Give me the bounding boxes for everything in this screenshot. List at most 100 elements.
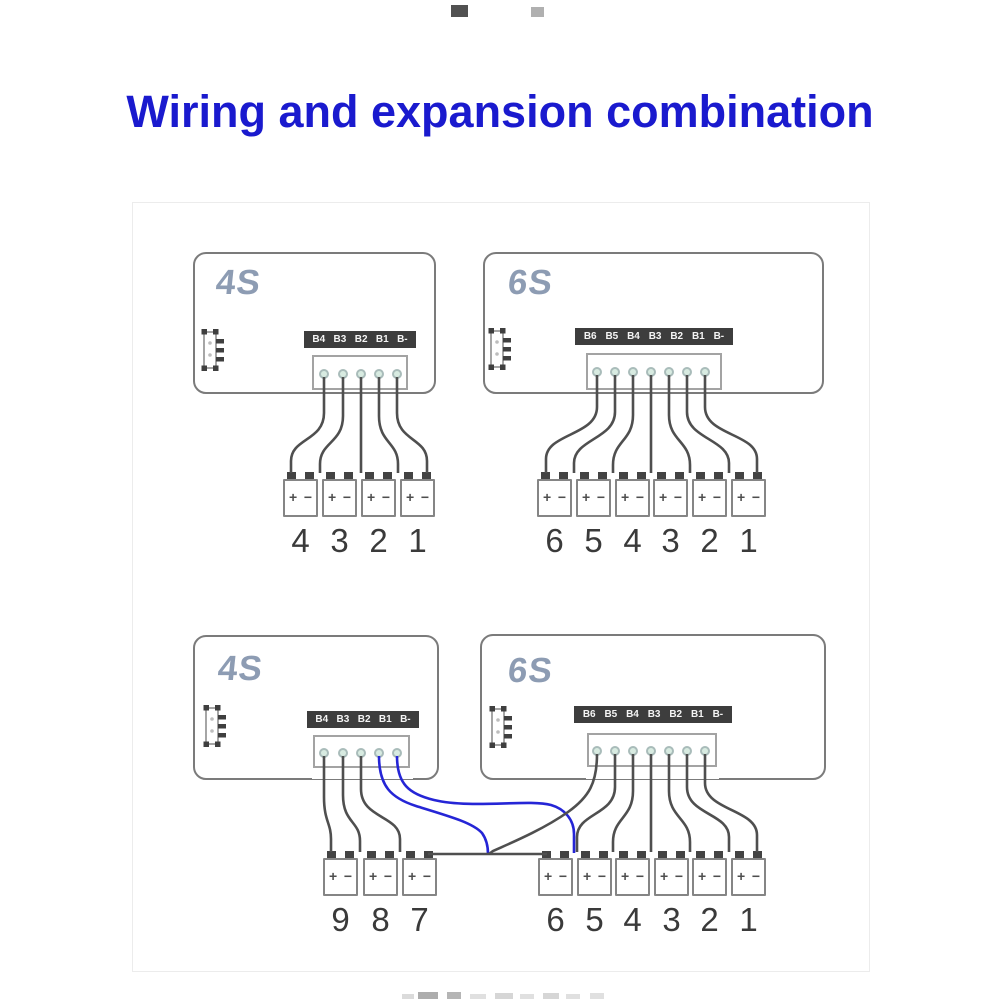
battery-minus-label: − [635,867,644,884]
board-edge-gap [586,769,719,779]
battery-number: 4 [291,522,310,559]
battery-terminal-negative [753,472,762,479]
strip-label-b2: B2 [357,713,371,725]
strip-label-b1: B1 [691,330,705,342]
battery-number: 3 [661,522,680,559]
battery-cell: +− [322,472,357,517]
battery-number: 4 [623,901,642,938]
battery-terminal-negative [637,851,646,858]
battery-cell: +− [323,851,358,896]
battery-number: 5 [584,522,603,559]
pin-b3 [646,367,656,377]
battery-minus-label: − [597,867,606,884]
cropped-text-artifact [495,993,513,999]
pin-b6 [592,746,602,756]
battery-plus-label: + [544,867,553,884]
battery-cell: +− [577,851,612,896]
pin-b1 [374,369,384,379]
battery-plus-label: + [621,488,630,505]
battery-plus-label: + [583,867,592,884]
battery-cell: +− [283,472,318,517]
battery-cell: +− [537,472,572,517]
battery-terminal-positive [541,472,550,479]
cropped-text-artifact [590,993,604,999]
board-size-label: 6S [506,651,555,690]
strip-label-b6: B6 [583,330,597,342]
strip-label-b3: B3 [648,330,662,342]
battery-minus-label: − [558,867,567,884]
battery-plus-label: + [737,488,746,505]
pin-b- [700,367,710,377]
battery-terminal-positive [735,472,744,479]
battery-cell: +− [692,851,727,896]
cropped-text-artifact [531,7,544,17]
battery-minus-label: − [635,488,644,505]
battery-number: 7 [410,901,429,938]
chip-connector-glyph [203,705,226,747]
battery-cell: +− [615,851,650,896]
battery-terminal-positive [406,851,415,858]
battery-number: 9 [331,901,350,938]
pin-b4 [319,748,329,758]
cropped-text-artifact [520,994,534,999]
strip-label-b5: B5 [605,330,619,342]
battery-minus-label: − [557,488,566,505]
cropped-text-artifact [451,5,468,17]
battery-terminal-negative [675,472,684,479]
pin-b1 [374,748,384,758]
battery-terminal-negative [345,851,354,858]
battery-minus-label: − [596,488,605,505]
pin-b4 [628,746,638,756]
board-size-label: 6S [506,263,555,302]
strip-label-b4: B4 [626,708,639,720]
pin-b5 [610,367,620,377]
battery-terminal-positive [658,851,667,858]
battery-terminal-negative [598,472,607,479]
battery-plus-label: + [698,488,707,505]
battery-plus-label: + [737,867,746,884]
strip-label-b4: B4 [312,333,326,345]
pin-b6 [592,367,602,377]
chip-connector-icon [202,703,228,749]
battery-terminal-negative [424,851,433,858]
battery-plus-label: + [660,867,669,884]
cropped-text-artifact [447,992,461,999]
battery-plus-label: + [659,488,668,505]
pin-b5 [610,746,620,756]
battery-terminal-negative [422,472,431,479]
pin-b- [392,369,402,379]
battery-terminal-positive [657,472,666,479]
battery-number: 3 [330,522,349,559]
battery-terminal-positive [580,472,589,479]
battery-plus-label: + [543,488,552,505]
battery-terminal-negative [385,851,394,858]
cropped-text-artifact [402,994,414,999]
strip-label-b-: B- [397,333,408,345]
board-size-label: 4S [216,649,265,688]
battery-plus-label: + [698,867,707,884]
battery-number: 1 [739,901,758,938]
battery-plus-label: + [408,867,417,884]
battery-terminal-negative [714,851,723,858]
strip-label-b3: B3 [336,713,350,725]
strip-label-b2: B2 [670,330,684,342]
battery-terminal-negative [599,851,608,858]
strip-label-b-: B- [713,330,725,342]
battery-terminal-positive [696,472,705,479]
battery-minus-label: − [674,867,683,884]
battery-terminal-negative [714,472,723,479]
pin-b- [392,748,402,758]
pin-b4 [628,367,638,377]
battery-number: 2 [369,522,388,559]
battery-terminal-positive [365,472,374,479]
battery-cell: +− [615,472,650,517]
strip-label-b1: B1 [375,333,389,345]
battery-minus-label: − [342,488,351,505]
battery-minus-label: − [381,488,390,505]
battery-plus-label: + [406,488,415,505]
strip-label-b2: B2 [669,708,683,720]
strip-label-b1: B1 [378,713,392,725]
